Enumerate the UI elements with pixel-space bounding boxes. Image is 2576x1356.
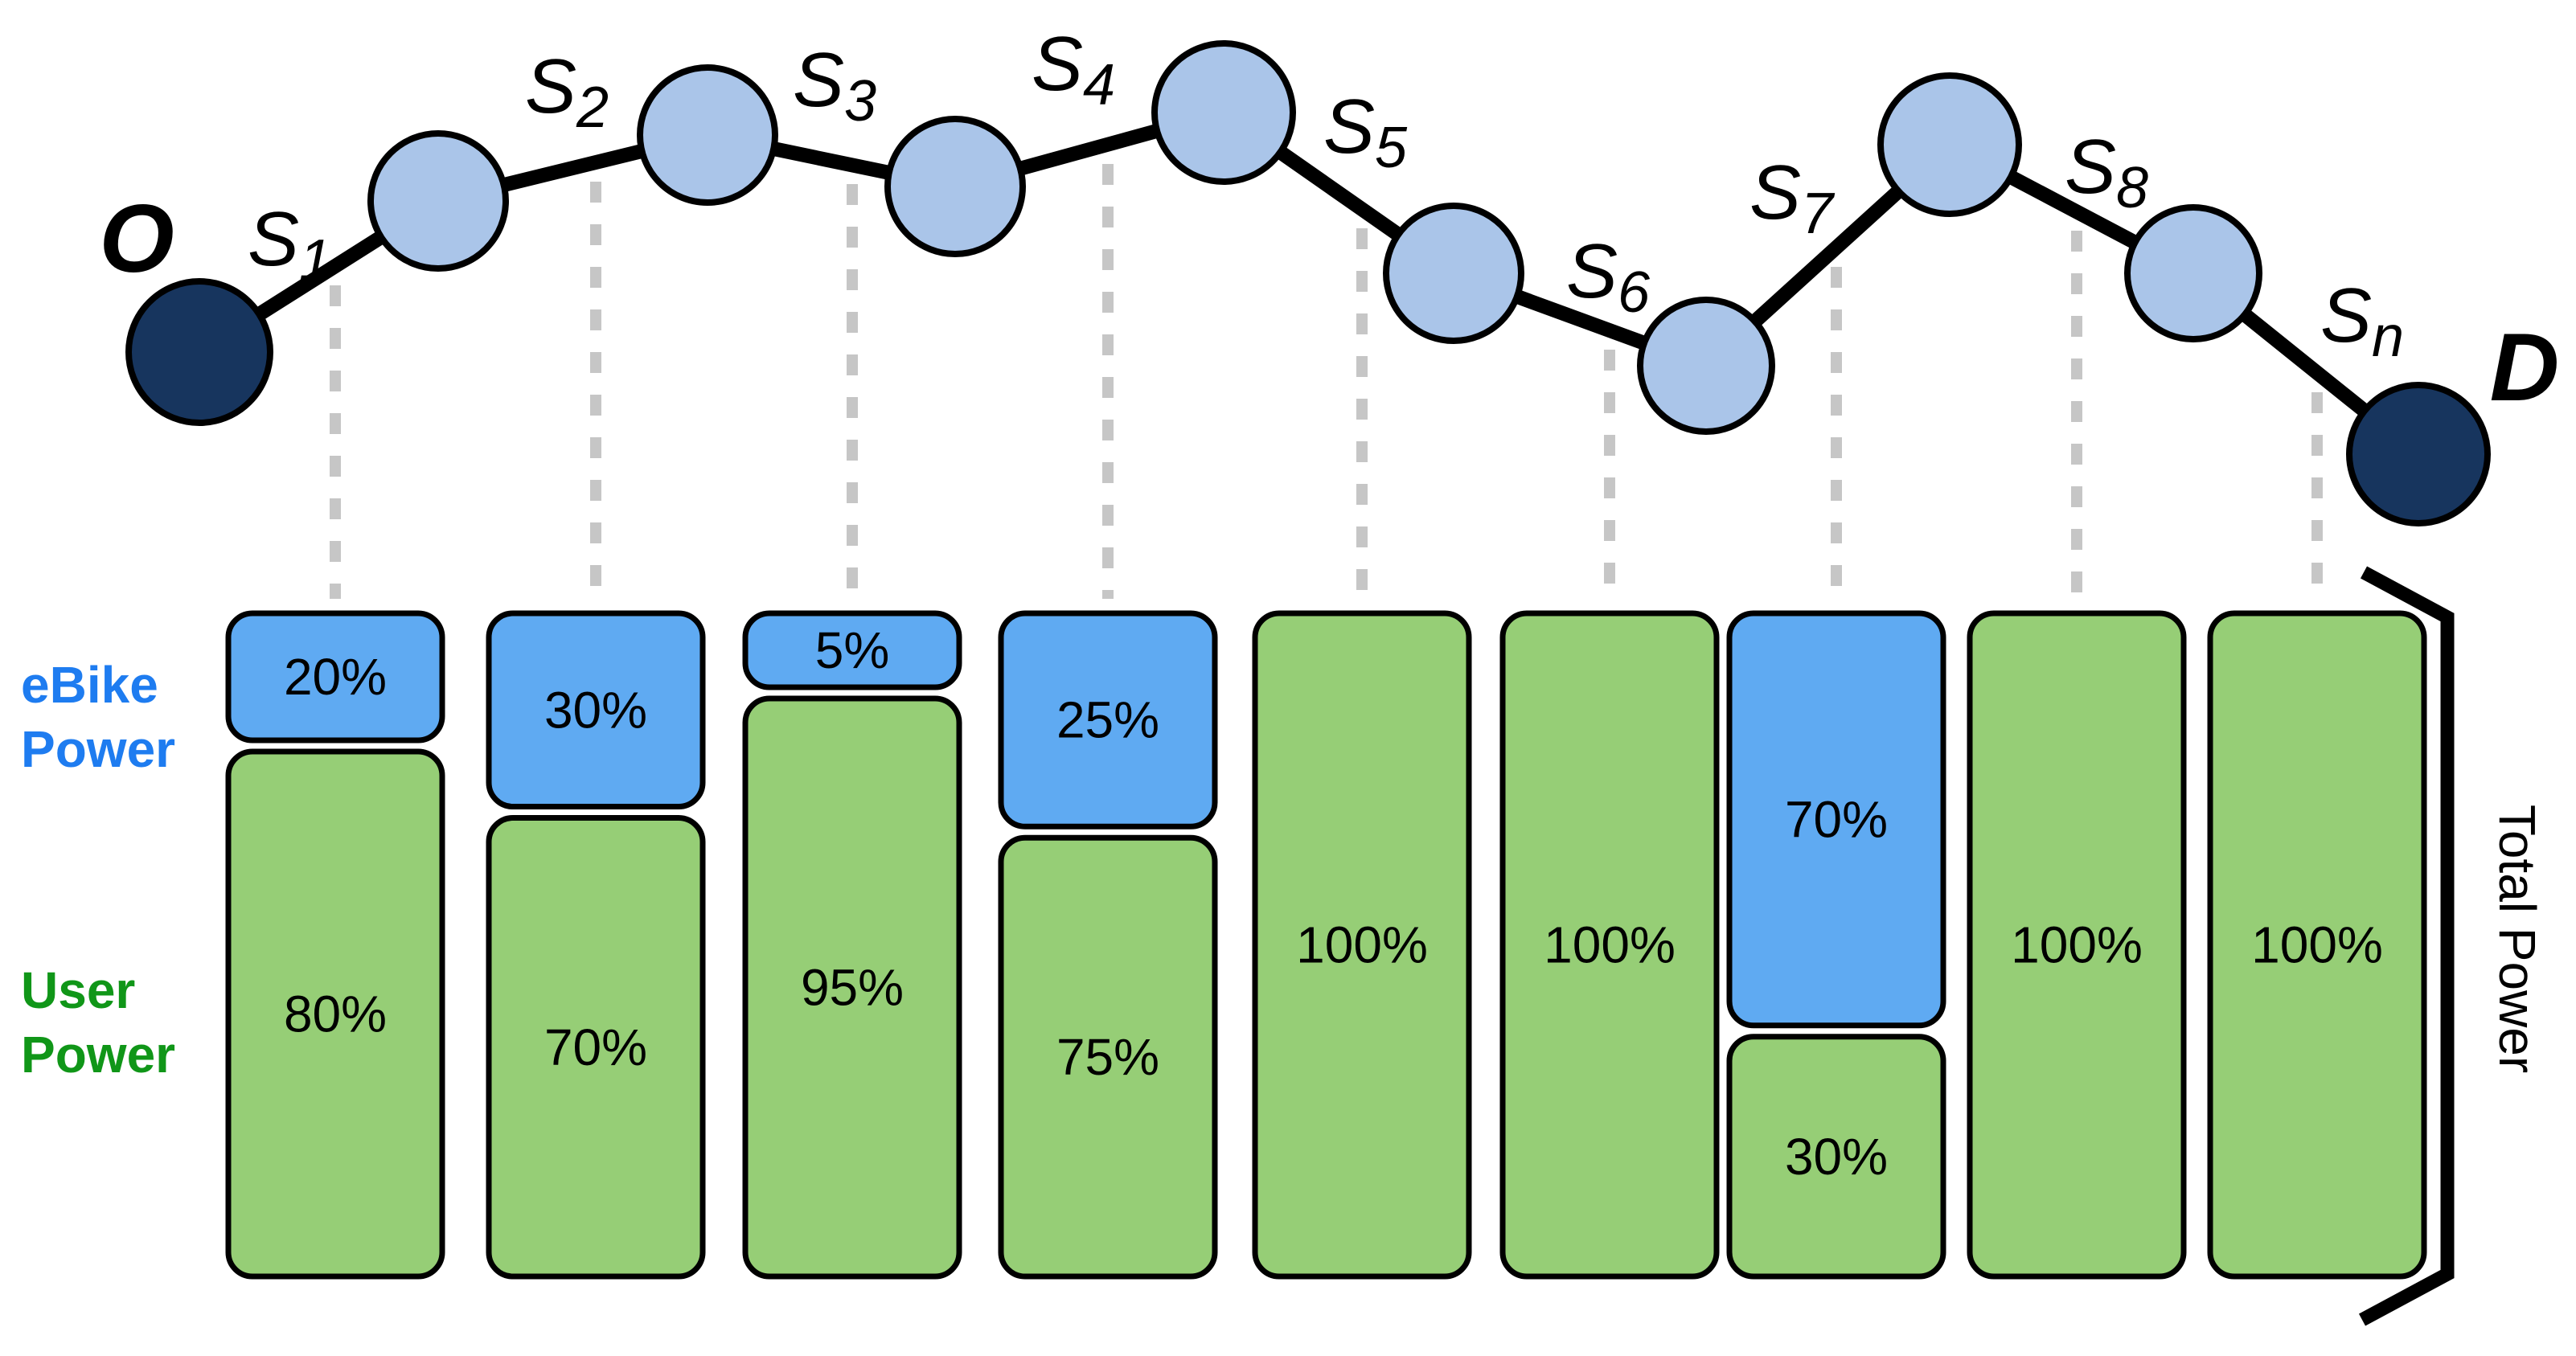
segment-label-S5: S5 [1323, 84, 1408, 180]
user-power-legend-line2: Power [21, 1026, 175, 1084]
ebike-power-block-S2 [486, 610, 706, 809]
power-bar-S6: 100% [1499, 610, 1720, 1280]
power-bar-S1: 20% 80% [225, 610, 445, 1280]
user-power-block-S6 [1499, 610, 1720, 1280]
guide-lines-layer [330, 164, 2323, 599]
power-bar-Sn: 100% [2207, 610, 2427, 1280]
segment-label-subscript: 1 [299, 228, 331, 293]
ebike-power-block-S7 [1726, 610, 1946, 1029]
segment-label-subscript: 6 [1618, 260, 1651, 325]
segment-label-S4: S4 [1032, 21, 1115, 117]
total-power-bracket [2358, 566, 2455, 1326]
waypoint-node-6 [1637, 297, 1775, 435]
user-power-block-Sn [2207, 610, 2427, 1280]
segment-label-subscript: 7 [1801, 182, 1836, 246]
user-power-value-S4: 75% [1056, 1028, 1159, 1086]
waypoint-node-1 [367, 130, 509, 272]
ebike-power-value-S1: 20% [284, 648, 387, 706]
ebike-power-legend-line2: Power [21, 720, 175, 778]
user-power-block-S3 [742, 695, 962, 1280]
segment-label-S8: S8 [2065, 124, 2148, 220]
segment-label-base: S [1323, 84, 1375, 170]
ebike-power-value-S3: 5% [815, 621, 890, 679]
destination-node [2346, 382, 2491, 526]
origin-label: O [99, 185, 174, 293]
user-power-value-S8: 100% [2011, 916, 2143, 974]
ebike-power-legend-line1: eBike [21, 656, 158, 714]
power-bar-S4: 25% 75% [998, 610, 1218, 1280]
segment-label-base: S [1032, 21, 1083, 107]
origin-node [125, 278, 273, 426]
ebike-power-value-S2: 30% [544, 681, 647, 739]
user-power-block-S5 [1252, 610, 1472, 1280]
power-bar-S7: 70% 30% [1726, 610, 1946, 1280]
user-power-legend-line1: User [21, 961, 135, 1019]
user-power-value-S7: 30% [1785, 1128, 1888, 1186]
power-bar-S2: 30% 70% [486, 610, 706, 1280]
power-bar-S8: 100% [1967, 610, 2187, 1280]
segment-label-base: S [248, 196, 299, 282]
segment-label-subscript: 4 [1083, 53, 1115, 117]
segment-label-subscript: 3 [844, 69, 876, 133]
ebike-power-block-S4 [998, 610, 1218, 830]
segment-label-base: S [2320, 272, 2372, 358]
waypoint-node-2 [637, 64, 778, 206]
segment-label-S3: S3 [793, 37, 876, 133]
user-power-value-S5: 100% [1296, 916, 1428, 974]
ebike-power-value-S4: 25% [1056, 691, 1159, 749]
segment-label-S7: S7 [1749, 150, 1836, 246]
user-power-block-S8 [1967, 610, 2187, 1280]
segment-label-base: S [1566, 228, 1618, 314]
ebike-power-block-S1 [225, 610, 445, 744]
route-path-layer [125, 40, 2491, 526]
segment-label-base: S [2065, 124, 2116, 210]
segment-label-subscript: 8 [2116, 156, 2148, 220]
ebike-power-block-S3 [742, 610, 962, 690]
user-power-value-S3: 95% [801, 959, 904, 1017]
waypoint-node-4 [1151, 40, 1296, 185]
segment-label-base: S [525, 43, 576, 129]
waypoint-node-5 [1383, 203, 1524, 344]
power-bar-S5: 100% [1252, 610, 1472, 1280]
segment-label-Sn: Sn [2320, 272, 2404, 369]
user-power-value-S6: 100% [1544, 916, 1676, 974]
segment-label-S2: S2 [525, 43, 609, 140]
user-power-block-S2 [486, 815, 706, 1280]
total-power-label-group: Total Power [2488, 805, 2546, 1073]
segment-label-S6: S6 [1566, 228, 1651, 325]
waypoint-node-3 [884, 116, 1026, 257]
segment-label-base: S [1749, 150, 1801, 236]
segment-label-subscript: 2 [576, 76, 609, 140]
user-power-block-S4 [998, 834, 1218, 1280]
power-bar-S3: 5% 95% [742, 610, 962, 1280]
power-bars-layer: 20% 80% 30% 70% 5% 95% 25% 75% 100% 100% 70% 30% 100… [225, 610, 2427, 1280]
waypoint-node-7 [1877, 72, 2022, 217]
user-power-block-S7 [1726, 1034, 1946, 1280]
user-power-value-S1: 80% [284, 985, 387, 1043]
user-power-value-Sn: 100% [2251, 916, 2383, 974]
user-power-value-S2: 70% [544, 1018, 647, 1076]
segment-label-subscript: 5 [1375, 116, 1408, 180]
segment-label-subscript: n [2372, 305, 2404, 369]
segment-label-base: S [793, 37, 844, 123]
user-power-block-S1 [225, 748, 445, 1280]
total-power-label: Total Power [2488, 805, 2546, 1073]
waypoint-node-8 [2124, 204, 2262, 342]
segment-label-S1: S1 [248, 196, 331, 293]
ebike-power-value-S7: 70% [1785, 790, 1888, 848]
destination-label: D [2490, 313, 2560, 421]
